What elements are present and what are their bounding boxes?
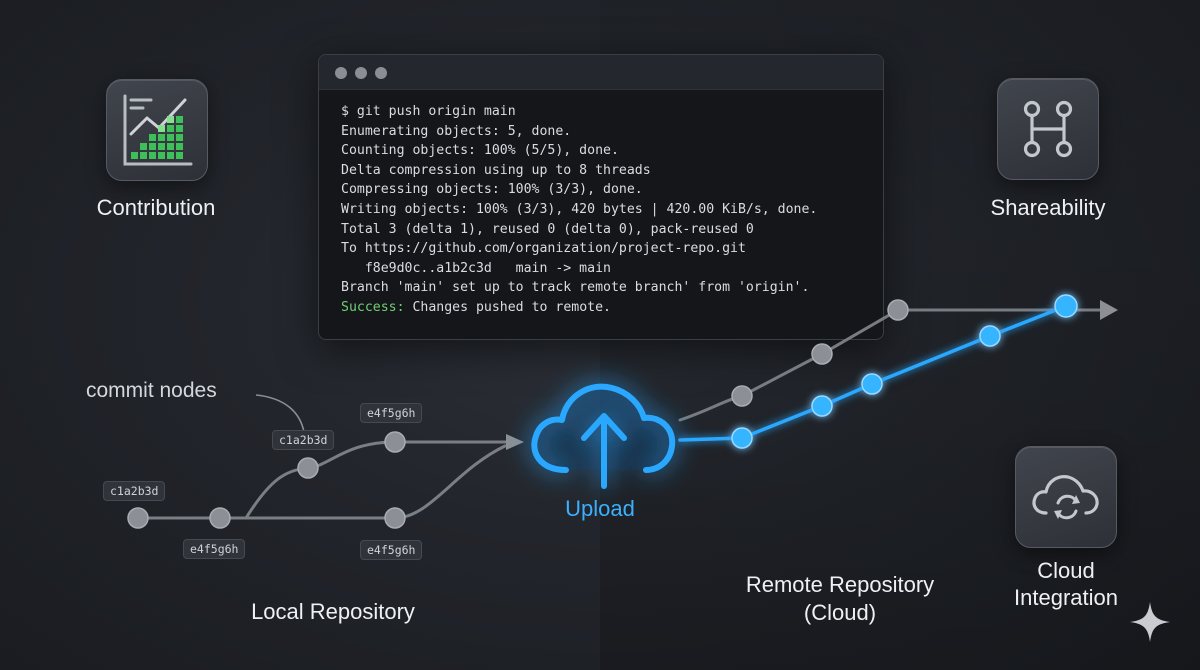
terminal-line: $ git push origin main — [341, 104, 516, 119]
window-dot-icon[interactable] — [375, 67, 387, 79]
remote-repository-line: (Cloud) — [803, 600, 877, 625]
contribution-label: Contribution — [96, 195, 216, 220]
terminal-line: f8e9d0c..a1b2c3d main -> main — [341, 260, 611, 276]
terminal-line: To https://github.com/organization/proje… — [341, 241, 746, 257]
branch-share-icon — [997, 78, 1099, 180]
commit-nodes-pointer — [255, 394, 305, 433]
commit-node[interactable] — [384, 507, 406, 529]
success-prefix: Success: — [341, 299, 405, 315]
cloud-upload-icon[interactable] — [531, 383, 676, 489]
cloud-integration-line: Cloud — [1037, 558, 1095, 583]
commit-hash-label: e4f5g6h — [360, 403, 423, 423]
arrowhead-icon — [506, 434, 524, 450]
terminal-line: Writing objects: 100% (3/3), 420 bytes |… — [341, 201, 818, 217]
local-branch-line — [244, 444, 507, 520]
pushed-commit-node[interactable] — [1054, 294, 1078, 318]
upload-label: Upload — [565, 496, 635, 521]
remote-commit-node[interactable] — [811, 343, 833, 365]
pushed-commit-node[interactable] — [731, 427, 753, 449]
window-dot-icon[interactable] — [355, 67, 367, 79]
commit-node[interactable] — [384, 431, 406, 453]
terminal-success-line: Success: Changes pushed to remote. — [341, 298, 861, 318]
terminal-title-bar — [319, 55, 883, 90]
commit-hash-label: c1a2b3d — [103, 481, 166, 501]
contribution-chart-icon — [106, 79, 208, 181]
sparkle-icon — [1130, 602, 1170, 642]
commit-hash-label: e4f5g6h — [360, 540, 423, 560]
cloud-integration-label: Cloud Integration — [994, 557, 1138, 611]
commit-hash-label: e4f5g6h — [183, 539, 246, 559]
cloud-integration-line: Integration — [1014, 585, 1118, 610]
terminal-line: Branch 'main' set up to track remote bra… — [341, 280, 810, 296]
terminal-line: Counting objects: 100% (5/5), done. — [341, 143, 619, 159]
remote-commit-node[interactable] — [731, 385, 753, 407]
commit-node[interactable] — [127, 507, 149, 529]
remote-repository-line: Remote Repository — [745, 572, 935, 597]
pushed-commit-node[interactable] — [979, 325, 1001, 347]
remote-branch-line — [678, 308, 1104, 422]
success-text: Changes pushed to remote. — [404, 299, 611, 315]
commit-hash-label: c1a2b3d — [272, 430, 335, 450]
terminal-line: Enumerating objects: 5, done. — [341, 123, 572, 139]
commit-nodes-annotation: commit nodes — [86, 379, 217, 402]
cloud-sync-icon — [1015, 446, 1117, 548]
shareability-label: Shareability — [990, 195, 1106, 220]
terminal-line: Delta compression using up to 8 threads — [341, 162, 651, 178]
arrowhead-icon — [1100, 300, 1118, 320]
window-dot-icon[interactable] — [335, 67, 347, 79]
commit-node[interactable] — [209, 507, 231, 529]
pushed-commit-node[interactable] — [811, 395, 833, 417]
terminal-line: Total 3 (delta 1), reused 0 (delta 0), p… — [341, 221, 754, 237]
local-branch-line — [244, 440, 512, 520]
remote-repository-label: Remote Repository (Cloud) — [720, 571, 960, 627]
commit-node[interactable] — [297, 457, 319, 479]
remote-commit-node[interactable] — [887, 299, 909, 321]
local-repository-label: Local Repository — [251, 599, 415, 624]
terminal-line: Compressing objects: 100% (3/3), done. — [341, 182, 643, 198]
pushed-commit-node[interactable] — [861, 373, 883, 395]
